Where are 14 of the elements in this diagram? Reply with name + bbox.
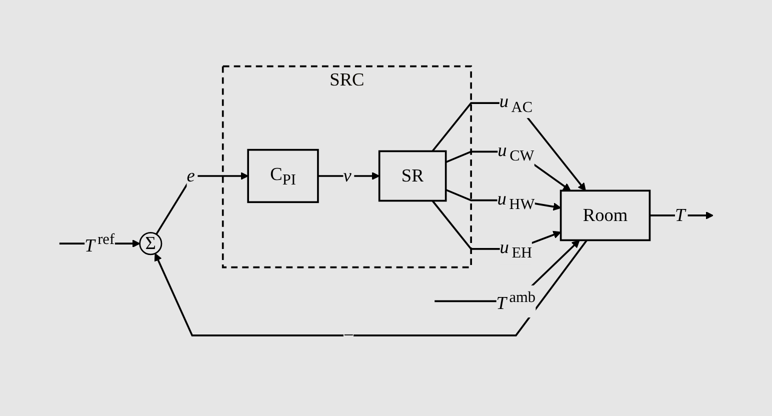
edge-label: T$^{amb}$ [496, 288, 536, 314]
node-box: C$_{PI}$ [246, 149, 319, 204]
edge-label: T$^{ref}$ [84, 230, 114, 256]
edge-label: e [186, 166, 195, 186]
edge-label: u$_{CW}$ [497, 140, 534, 164]
edge-label: T [674, 206, 685, 226]
node-box: SR [378, 150, 446, 202]
edge-label: u$_{EH}$ [500, 238, 532, 262]
edge-label: u$_{HW}$ [496, 189, 534, 213]
node-box: Room [560, 190, 650, 242]
edge-label: u$_{AC}$ [499, 92, 532, 116]
edge-label: − [343, 326, 354, 346]
edge-label: v [342, 166, 352, 186]
node-circle: Σ [138, 232, 162, 256]
